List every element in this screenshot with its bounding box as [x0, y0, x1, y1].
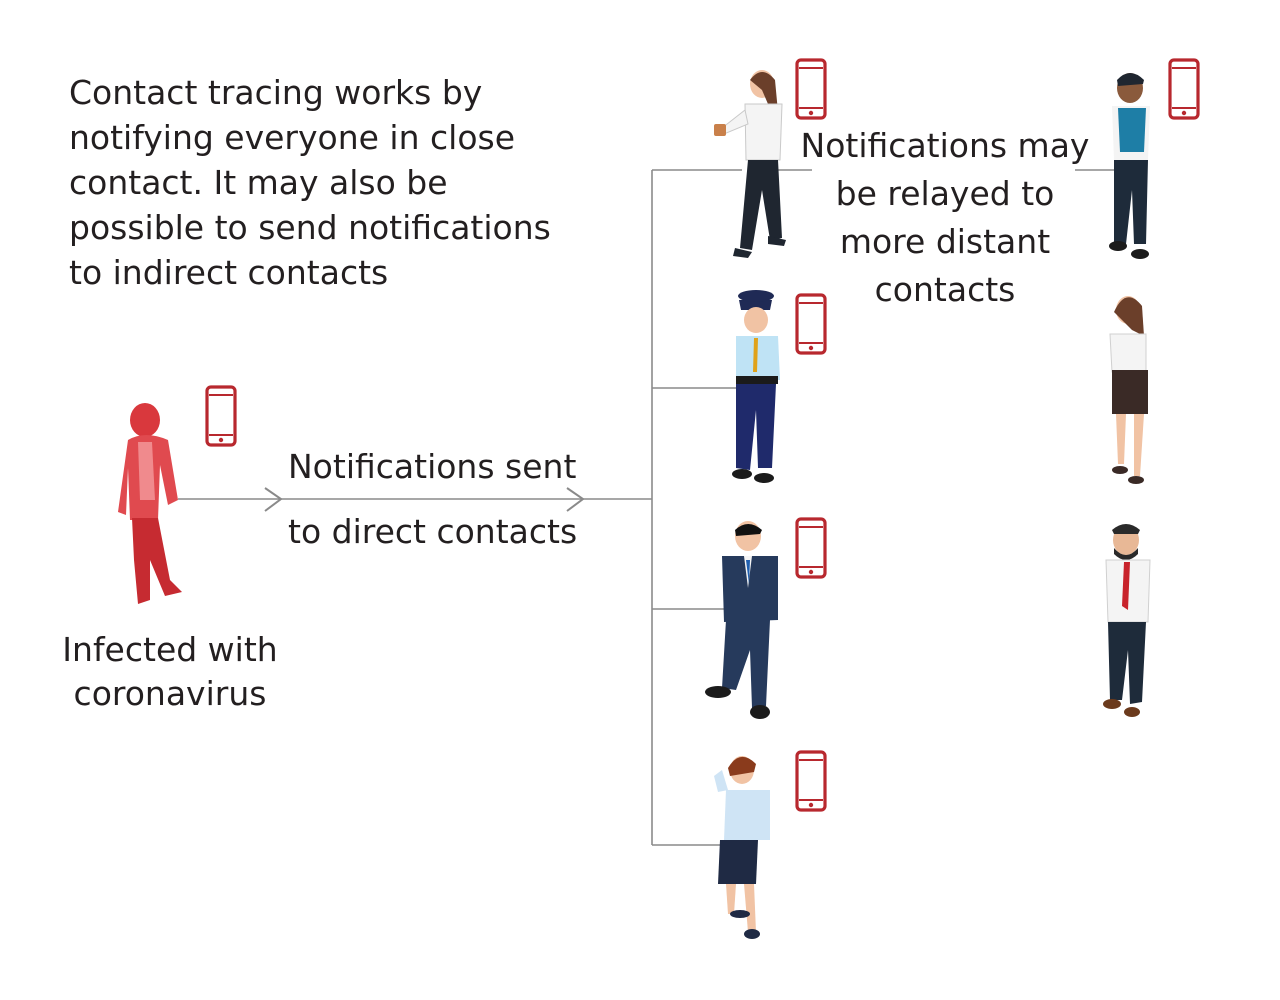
relay-label: Notifications may be relayed to more dis…	[800, 122, 1090, 314]
intro-line: to indirect contacts	[69, 253, 389, 292]
direct-label-line2: to direct contacts	[288, 512, 578, 551]
phone-icon	[795, 58, 827, 120]
connector-lines	[178, 169, 1120, 846]
intro-line: Contact tracing works by	[69, 73, 483, 112]
police-officer-icon	[732, 290, 780, 483]
relay-label-line: more distant	[839, 222, 1051, 261]
arrow-right-icon	[566, 487, 585, 512]
phone-icon	[795, 517, 827, 579]
phone-icon	[795, 293, 827, 355]
relay-label-line: contacts	[874, 270, 1016, 309]
intro-text: Contact tracing works by notifying every…	[69, 70, 551, 295]
man-with-red-tie-icon	[1103, 524, 1151, 717]
phone-icon	[1168, 58, 1200, 120]
man-on-phone-icon	[1109, 73, 1150, 259]
intro-line: contact. It may also be	[69, 163, 448, 202]
arrow-right-icon	[264, 487, 283, 512]
infected-person-icon	[118, 403, 182, 604]
infected-caption-line: coronavirus	[73, 674, 267, 713]
woman-in-skirt-icon	[1109, 296, 1148, 484]
man-in-suit-icon	[705, 521, 778, 719]
woman-on-phone-icon	[714, 756, 770, 939]
relay-label-line: Notifications may	[800, 126, 1090, 165]
infected-caption-line: Infected with	[62, 630, 278, 669]
relay-label-line: be relayed to	[835, 174, 1055, 213]
intro-line: notifying everyone in close	[69, 118, 515, 157]
phone-icon	[795, 750, 827, 812]
intro-line: possible to send notifications	[69, 208, 551, 247]
woman-with-coffee-icon	[714, 70, 786, 258]
phone-icon	[205, 385, 237, 447]
direct-label-line1: Notifications sent	[288, 447, 577, 486]
infected-caption: Infected with coronavirus	[62, 628, 278, 716]
